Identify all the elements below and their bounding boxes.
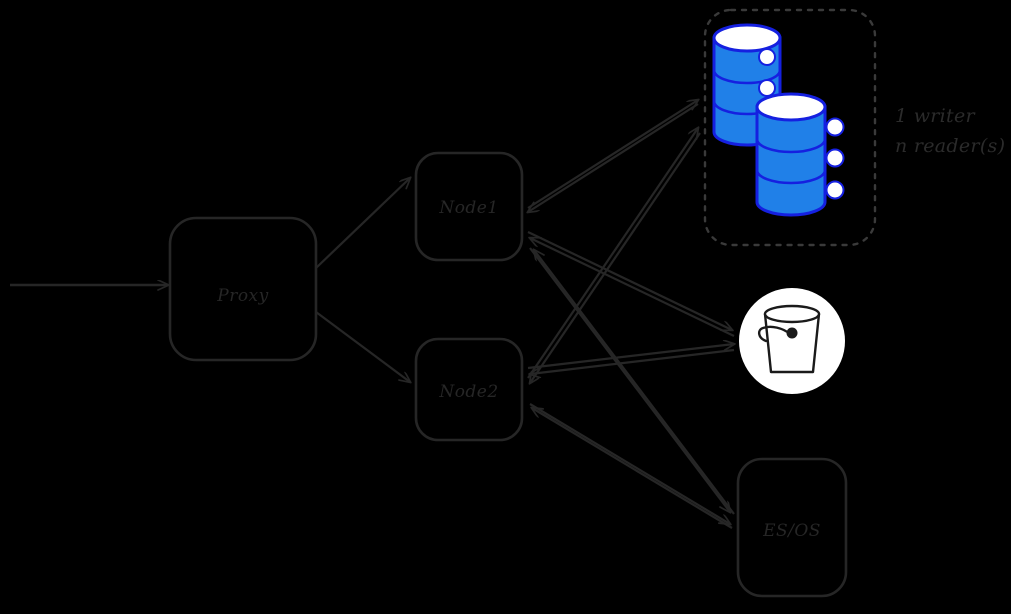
edge-proxy-to-node1 xyxy=(315,178,410,269)
edge-node2-esos xyxy=(529,403,733,529)
esos-label: ES/OS xyxy=(762,521,821,541)
edge-node1-database xyxy=(528,100,698,212)
edge-proxy-to-node2 xyxy=(315,311,410,382)
node2-node[interactable]: Node2 xyxy=(414,337,524,442)
edge-node1-esos xyxy=(529,247,735,515)
proxy-node-label: Proxy xyxy=(216,286,269,306)
proxy-node[interactable]: Proxy xyxy=(168,216,318,362)
node1-label: Node1 xyxy=(438,198,498,218)
edge-node2-bucket xyxy=(527,344,734,374)
database-cluster-group[interactable]: 1 writer n reader(s) xyxy=(703,8,1005,247)
database-annotation-line1: 1 writer xyxy=(895,105,977,127)
bucket-icon xyxy=(758,304,821,374)
object-store-bucket[interactable] xyxy=(739,288,845,394)
node1-node[interactable]: Node1 xyxy=(414,151,524,262)
database-annotation-line2: n reader(s) xyxy=(895,135,1005,157)
esos-node[interactable]: ES/OS xyxy=(736,457,848,598)
edge-node1-bucket xyxy=(527,231,735,337)
edge-node2-database xyxy=(527,128,701,383)
database-cylinder-front xyxy=(755,92,845,217)
node2-label: Node2 xyxy=(438,382,498,402)
